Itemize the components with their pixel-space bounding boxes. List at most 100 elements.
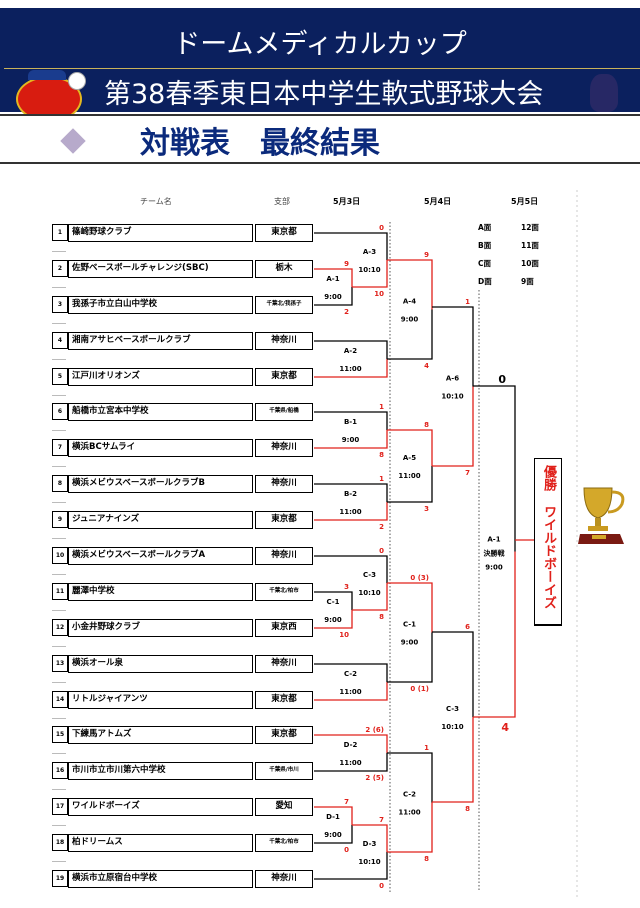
bracket-line-bottom (387, 802, 433, 853)
team-name: 佐野ベースボールチャレンジ(SBC) (68, 260, 253, 278)
team-name: 横浜メビウスベースボールクラブB (68, 475, 253, 493)
team-name: 麗澤中学校 (68, 583, 253, 601)
row-separator (52, 359, 66, 360)
score-bottom: 7 (465, 469, 470, 477)
match-time: 10:10 (358, 589, 380, 597)
team-name: 我孫子市立白山中学校 (68, 296, 253, 314)
field-name: B面 (478, 241, 492, 250)
bracket-line-bottom (387, 632, 433, 683)
score-top: 7 (379, 816, 384, 824)
score-bottom: 2 (5) (365, 774, 384, 782)
row-separator (52, 718, 66, 719)
bracket-line-top (387, 259, 433, 310)
team-branch: 神奈川 (255, 655, 313, 673)
row-separator (52, 861, 66, 862)
bracket-line-bottom (314, 430, 388, 449)
bracket-line-top (432, 631, 474, 717)
team-name: 柏ドリームス (68, 834, 253, 852)
row-separator (52, 574, 66, 575)
match-time: 10:10 (441, 723, 463, 731)
match-label: B-2 (344, 490, 357, 498)
score-bottom: 2 (379, 523, 384, 531)
match-label: A-2 (344, 347, 357, 355)
date-round-1: 5月3日 (333, 197, 361, 206)
match-label: A-3 (363, 248, 376, 256)
team-branch: 栃木 (255, 260, 313, 278)
team-number: 19 (52, 870, 68, 887)
team-name: 下練馬アトムズ (68, 726, 253, 744)
row-separator (52, 395, 66, 396)
team-number: 6 (52, 403, 68, 420)
team-name: リトルジャイアンツ (68, 691, 253, 709)
match-label: A-6 (446, 375, 459, 383)
bracket-line-top (314, 591, 353, 610)
row-separator (52, 323, 66, 324)
score-top: 6 (465, 623, 470, 631)
team-number: 2 (52, 260, 68, 277)
match-time: 9:00 (324, 831, 342, 839)
score-top: 2 (6) (365, 726, 384, 734)
title-banner: ドームメディカルカップ 第38春季東日本中学生軟式野球大会 (0, 8, 640, 122)
score-top: 0 (379, 547, 384, 555)
bracket-line-top (314, 340, 388, 359)
score-top: 3 (344, 583, 349, 591)
match-label: C-1 (326, 598, 339, 606)
trophy-icon (578, 487, 625, 544)
row-separator (52, 682, 66, 683)
team-number: 4 (52, 332, 68, 349)
bracket-line-bottom (473, 551, 516, 718)
score-bottom: 8 (465, 805, 470, 813)
row-separator (52, 430, 66, 431)
column-header-team: チーム名 (140, 197, 172, 206)
team-name: 小金井野球クラブ (68, 619, 253, 637)
team-number: 10 (52, 547, 68, 564)
match-label: C-1 (403, 621, 416, 629)
bracket-line-top (314, 483, 388, 502)
match-time: 9:00 (485, 564, 503, 572)
champion-box: 優勝ワイルドボーイズ (534, 458, 562, 626)
baseball-icon (68, 72, 86, 90)
bracket-line-bottom (314, 287, 353, 306)
row-separator (52, 646, 66, 647)
match-label: C-3 (446, 705, 459, 713)
score-bottom: 4 (424, 362, 429, 370)
match-stage: 決勝戦 (484, 549, 506, 558)
team-branch: 東京西 (255, 619, 313, 637)
team-branch: 千葉北/我孫子 (255, 296, 313, 314)
team-branch: 神奈川 (255, 475, 313, 493)
match-label: A-5 (403, 454, 416, 462)
score-bottom: 3 (424, 505, 429, 513)
team-name: 横浜メビウスベースボールクラブA (68, 547, 253, 565)
team-number: 8 (52, 475, 68, 492)
team-branch: 神奈川 (255, 332, 313, 350)
score-bottom: 8 (379, 451, 384, 459)
score-top: 0 (3) (410, 574, 429, 582)
page-title: 対戦表 最終結果 (140, 126, 380, 161)
score-top: 7 (344, 798, 349, 806)
bracket-line-bottom (314, 359, 388, 378)
team-name: 横浜BCサムライ (68, 439, 253, 457)
tournament-title: 第38春季東日本中学生軟式野球大会 (104, 79, 544, 110)
team-branch: 東京都 (255, 224, 313, 242)
match-time: 9:00 (342, 436, 360, 444)
team-branch: 千葉県/船橋 (255, 403, 313, 421)
match-time: 9:00 (401, 639, 419, 647)
team-name: ジュニアナインズ (68, 511, 253, 529)
field-value: 10面 (521, 259, 539, 268)
bracket-line-top (314, 232, 388, 260)
score-top: 1 (379, 403, 384, 411)
score-top: 9 (424, 251, 429, 259)
team-branch: 千葉県/市川 (255, 762, 313, 780)
match-label: A-4 (403, 298, 416, 306)
team-branch: 神奈川 (255, 439, 313, 457)
bracket-line-top (387, 582, 433, 633)
match-time: 10:10 (441, 393, 463, 401)
row-separator (52, 789, 66, 790)
bracket-line-bottom (352, 260, 388, 288)
date-round-2: 5月4日 (424, 197, 452, 206)
bracket-line-top (314, 663, 388, 682)
team-number: 7 (52, 439, 68, 456)
team-name: 横浜オール泉 (68, 655, 253, 673)
field-name: D面 (478, 277, 492, 286)
bracket-line-top (352, 824, 388, 852)
